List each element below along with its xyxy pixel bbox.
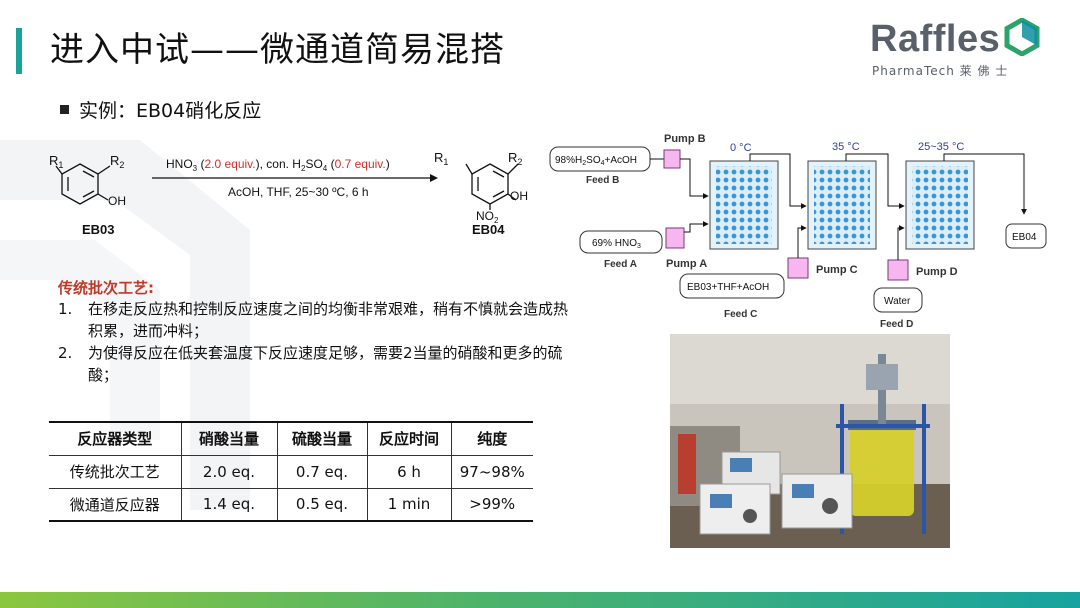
reaction-conditions-line1: HNO3 (2.0 equiv.), con. H2SO4 (0.7 equiv…	[166, 157, 390, 173]
table-cell: 97~98%	[450, 454, 533, 489]
title-accent-bar	[16, 28, 22, 74]
feed-a-box	[579, 230, 663, 254]
table-cell: 传统批次工艺	[49, 454, 182, 489]
batch-item: 1. 在移走反应热和控制反应速度之间的均衡非常艰难，稍有不慎就会造成热积累，进而…	[58, 298, 578, 342]
background-decoration	[0, 140, 250, 510]
reactor-plate-2	[807, 160, 877, 250]
batch-item-text: 为使得反应在低夹套温度下反应速度足够，需要2当量的硝酸和更多的硫酸；	[88, 344, 563, 384]
feed-c-label: Feed C	[724, 309, 757, 320]
pump-c	[787, 257, 809, 279]
logo-subtitle: PharmaTech 莱 佛 士	[872, 64, 1009, 78]
flow-diagram: 0 °C 35 °C 25~35 °C 98%H2SO4+AcOH Feed B…	[549, 133, 1047, 328]
table-header-cell: 纯度	[450, 421, 533, 456]
product-oh-label: OH	[510, 189, 528, 203]
table-cell: 0.5 eq.	[276, 487, 368, 522]
batch-item: 2. 为使得反应在低夹套温度下反应速度足够，需要2当量的硝酸和更多的硫酸；	[58, 342, 578, 386]
example-heading: 实例：EB04硝化反应	[60, 96, 261, 123]
pump-b	[663, 149, 681, 169]
batch-item-number: 2.	[58, 344, 73, 362]
reactant-label: EB03	[82, 222, 115, 237]
page-title: 进入中试——微通道简易混搭	[50, 30, 505, 70]
table-cell: >99%	[450, 487, 533, 522]
batch-item-number: 1.	[58, 300, 73, 318]
feed-a-label: Feed A	[604, 259, 637, 270]
product-box-label: EB04	[1012, 232, 1037, 243]
feed-b-content: 98%H2SO4+AcOH	[555, 155, 637, 167]
pump-c-label: Pump C	[816, 264, 858, 276]
hexagon-logo-icon	[1004, 18, 1040, 56]
bullet-square-icon	[60, 105, 69, 114]
table-cell: 1.4 eq.	[180, 487, 278, 522]
feed-d-label: Feed D	[880, 319, 913, 328]
feed-d-box	[873, 287, 923, 313]
lab-equipment-photo	[670, 334, 950, 548]
pump-b-label: Pump B	[664, 133, 706, 145]
table-row: 微通道反应器 1.4 eq. 0.5 eq. 1 min >99%	[49, 487, 533, 522]
pump-d	[887, 259, 909, 281]
product-structure	[465, 163, 519, 210]
feed-c-content: EB03+THF+AcOH	[687, 282, 769, 293]
table-cell: 0.7 eq.	[276, 454, 368, 489]
reaction-conditions-line2: AcOH, THF, 25~30 ºC, 6 h	[228, 185, 369, 199]
reaction-arrow-head	[430, 174, 438, 182]
sulfuric-equiv: 0.7 equiv.	[335, 157, 386, 171]
product-r2-label: R2	[508, 150, 522, 167]
reactant-oh-label: OH	[108, 194, 126, 208]
pump-a-label: Pump A	[666, 258, 707, 270]
table-cell: 2.0 eq.	[180, 454, 278, 489]
reaction-scheme: R1 R2 OH EB03 HNO3 (2.0 equiv.), con. H2…	[49, 150, 528, 237]
batch-item-text: 在移走反应热和控制反应速度之间的均衡非常艰难，稍有不慎就会造成热积累，进而冲料；	[88, 300, 569, 340]
feed-c-box	[679, 273, 785, 299]
logo-wordmark: Raffles	[870, 18, 1001, 60]
table-header-cell: 反应时间	[366, 421, 452, 456]
feed-a-content: 69% HNO3	[592, 238, 641, 250]
feed-b-label: Feed B	[586, 175, 619, 186]
reactant-r2-label: R2	[110, 153, 124, 170]
table-cell: 微通道反应器	[49, 487, 182, 522]
raffles-logo: Raffles PharmaTech 莱 佛 士	[868, 18, 1048, 82]
reactor-plate-3	[905, 160, 975, 250]
temperature-label-3: 25~35 °C	[918, 141, 964, 153]
batch-process-heading: 传统批次工艺:	[58, 279, 154, 297]
table-header-cell: 硝酸当量	[180, 421, 278, 456]
pump-a	[665, 227, 685, 249]
temperature-label-2: 35 °C	[832, 141, 860, 153]
pump-d-label: Pump D	[916, 266, 958, 278]
table-row: 传统批次工艺 2.0 eq. 0.7 eq. 6 h 97~98%	[49, 454, 533, 489]
reactor-plate-1	[709, 160, 779, 250]
table-header-cell: 反应器类型	[49, 421, 182, 456]
bottom-gradient-bar	[0, 592, 1080, 608]
batch-process-list: 1. 在移走反应热和控制反应速度之间的均衡非常艰难，稍有不慎就会造成热积累，进而…	[58, 298, 578, 386]
table-cell: 6 h	[366, 454, 452, 489]
product-box	[1005, 223, 1047, 249]
temperature-label-1: 0 °C	[730, 142, 752, 154]
comparison-table: 反应器类型 硝酸当量 硫酸当量 反应时间 纯度 传统批次工艺 2.0 eq. 0…	[49, 421, 533, 522]
table-cell: 1 min	[366, 487, 452, 522]
table-header-cell: 硫酸当量	[276, 421, 368, 456]
nitric-equiv: 2.0 equiv.	[204, 157, 255, 171]
product-r1-label: R1	[434, 150, 448, 167]
reactant-structure	[55, 163, 111, 205]
table-header-row: 反应器类型 硝酸当量 硫酸当量 反应时间 纯度	[49, 421, 533, 456]
product-no2-label: NO2	[476, 209, 499, 225]
feed-d-content: Water	[884, 296, 911, 307]
reactant-r1-label: R1	[49, 153, 63, 170]
example-label: 实例：EB04硝化反应	[79, 100, 262, 122]
product-label: EB04	[472, 222, 505, 237]
